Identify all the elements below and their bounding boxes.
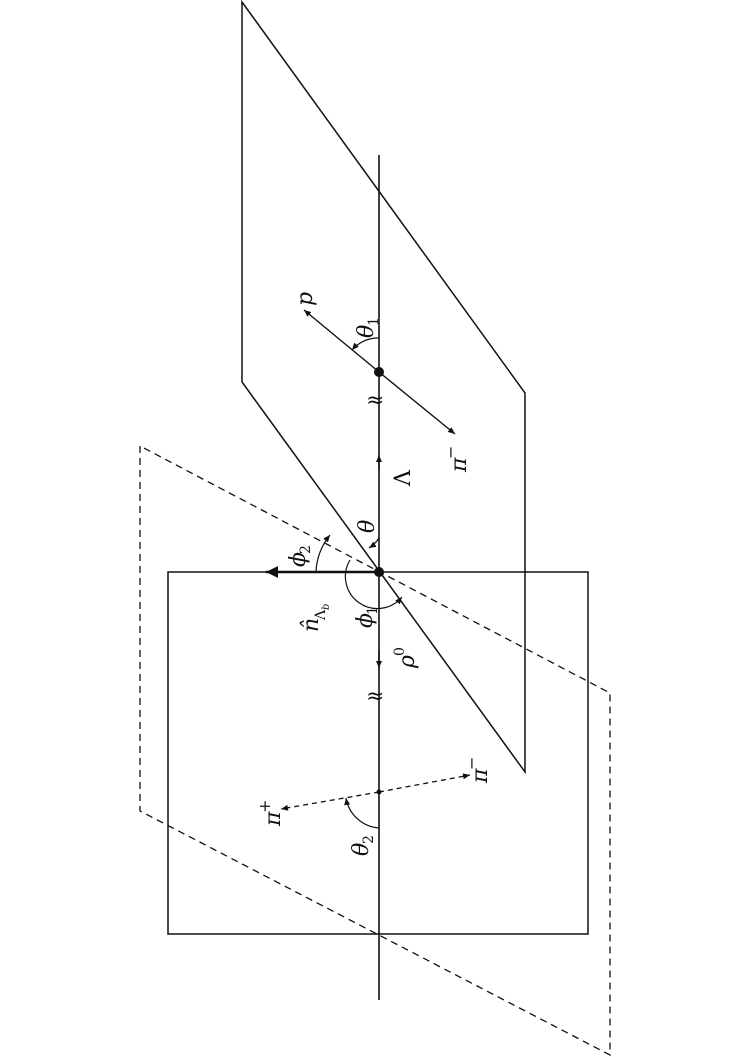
svg-text:n̂: n̂ [299, 618, 324, 632]
svg-text:ρ: ρ [395, 655, 420, 669]
theta-arc [368, 537, 380, 549]
theta2-arc [344, 797, 380, 829]
svg-text:Λ: Λ [313, 609, 329, 621]
phi2-arc [315, 534, 331, 573]
axis-break-upper: ≈ [366, 388, 384, 413]
label-pi-minus-bottom: π − [462, 757, 493, 784]
label-pi-plus: π + [255, 800, 286, 827]
label-theta2: θ 2 [349, 835, 377, 856]
svg-text:Λ: Λ [391, 469, 416, 487]
label-rho0: ρ 0 [392, 647, 420, 669]
svg-text:2: 2 [361, 835, 377, 844]
phi1-arc [344, 559, 403, 610]
label-p: p [293, 292, 318, 306]
svg-text:−: − [441, 446, 460, 459]
label-pi-minus-top: π − [441, 446, 472, 473]
axis-break-lower: ≈ [366, 684, 384, 709]
svg-text:θ: θ [349, 843, 374, 856]
svg-text:−: − [462, 757, 481, 770]
svg-text:p: p [293, 292, 318, 306]
rho-decay-plane [139, 444, 611, 1057]
svg-text:0: 0 [392, 647, 408, 656]
label-theta: θ [355, 520, 380, 533]
svg-text:ϕ: ϕ [353, 613, 378, 628]
theta1-arc [351, 337, 380, 351]
lambda-decay-plane [241, 0, 526, 775]
svg-text:ϕ: ϕ [286, 552, 311, 567]
svg-text:1: 1 [366, 317, 382, 326]
label-theta1: θ 1 [354, 317, 382, 338]
label-normal-vector: n̂ Λ b [299, 604, 332, 632]
svg-text:θ: θ [354, 325, 379, 338]
svg-text:b: b [321, 604, 332, 610]
pi-minus-track-bottom [378, 773, 471, 793]
svg-text:π: π [447, 457, 472, 473]
label-phi2: ϕ 2 [286, 545, 314, 567]
svg-text:θ: θ [355, 520, 380, 533]
pi-minus-track-top [378, 371, 456, 435]
pi-plus-track [280, 791, 380, 811]
svg-text:+: + [255, 800, 274, 813]
svg-text:π: π [468, 768, 493, 784]
proton-track [303, 309, 380, 373]
svg-text:2: 2 [298, 545, 314, 554]
svg-text:1: 1 [365, 606, 381, 615]
svg-text:π: π [261, 811, 286, 827]
label-phi1: ϕ 1 [353, 606, 381, 628]
label-lambda: Λ [391, 469, 416, 487]
